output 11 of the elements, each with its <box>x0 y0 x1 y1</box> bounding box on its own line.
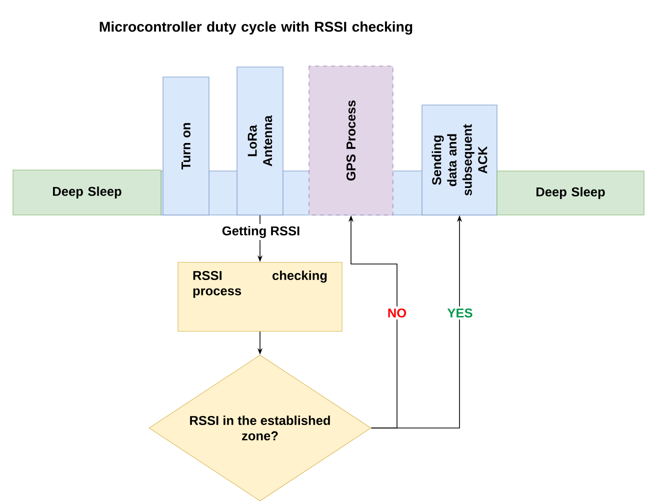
sleep-box: Deep Sleep <box>12 170 162 216</box>
title: Microcontroller duty cycle with RSSI checking <box>100 21 412 35</box>
sleep-box: Deep Sleep <box>496 170 644 216</box>
edge-label: YES <box>445 306 475 320</box>
phase-bar: GPS Process <box>308 66 394 216</box>
phase-bar: LoRa Antenna <box>236 66 284 216</box>
phase-bar: Turn on <box>162 76 210 216</box>
edge-label: NO <box>385 306 409 320</box>
process-box: RSSI checking process <box>178 262 342 332</box>
phase-bar: Sending data and subsequent ACK <box>422 104 498 216</box>
edge-label: Getting RSSI <box>220 224 302 240</box>
